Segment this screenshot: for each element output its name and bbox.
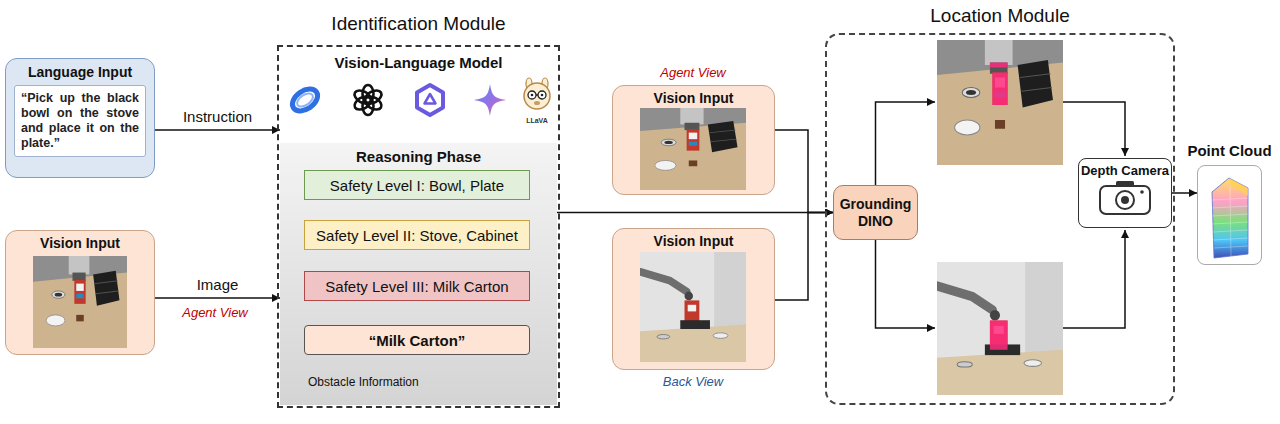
camera-icon: [1100, 181, 1150, 214]
box-heading: Language Input: [28, 64, 132, 80]
label-holder: Agent View: [658, 63, 728, 81]
module-heading: Location Module: [930, 5, 1069, 27]
result-text: “Milk Carton”: [369, 332, 466, 349]
process-text: Grounding DINO: [838, 196, 913, 230]
level-text: Safety Level II: Stove, Cabinet: [316, 227, 518, 244]
flow-arrows: [876, 102, 1126, 328]
reasoning-panel: Reasoning PhaseObstacle Information Safet…: [280, 143, 557, 405]
view-label: Agent View: [180, 305, 250, 320]
output-box: Point Cloud: [1197, 165, 1262, 265]
safety-level-box: Safety Level II: Stove, Cabinet: [304, 220, 530, 250]
box-heading: Reasoning Phase: [356, 148, 481, 165]
input-box: Vision Input: [612, 228, 775, 370]
box-heading: Vision Input: [40, 235, 120, 251]
label-holder: Back View: [661, 372, 725, 390]
level-text: Safety Level I: Bowl, Plate: [330, 177, 504, 194]
box-heading: Depth Camera: [1081, 163, 1169, 178]
flow-arrow: [1172, 192, 1197, 194]
box-heading: Vision Input: [654, 90, 734, 106]
module-heading: Identification Module: [331, 13, 505, 35]
model-box: Vision-Language Model: [280, 48, 557, 140]
safety-level-box: Safety Level I: Bowl, Plate: [304, 170, 530, 200]
label-holder: LLaVA: [524, 109, 550, 127]
logo-text: LLaVA: [524, 117, 550, 124]
label-holder: Image: [195, 276, 241, 294]
scene-image: [33, 256, 127, 348]
flow-arrow: [155, 297, 280, 299]
process-box: Grounding DINO: [833, 185, 918, 240]
module-group: Identification ModuleVision-Language Mod…: [277, 45, 560, 408]
input-box: Vision Input: [5, 230, 155, 355]
input-box: Language Input “Pick up the black bowl on…: [5, 58, 155, 178]
flow-arrow: [557, 212, 833, 214]
box-heading: Vision Input: [654, 233, 734, 249]
label-holder: Instruction: [181, 108, 254, 126]
instruction-text: “Pick up the black bowl on the stove and…: [14, 85, 146, 157]
scene-image: [640, 108, 746, 190]
view-label: Back View: [661, 374, 725, 389]
result-box: “Milk Carton”: [304, 325, 530, 355]
segmented-image: [937, 262, 1063, 395]
edge-label: Instruction: [181, 108, 254, 125]
input-box: Vision Input: [612, 85, 775, 195]
point-cloud-figure: [1212, 178, 1248, 258]
level-text: Safety Level III: Milk Carton: [325, 278, 508, 295]
segmented-image: [937, 40, 1063, 165]
safety-level-box: Safety Level III: Milk Carton: [304, 271, 530, 301]
panel-note: Obstacle Information: [308, 375, 419, 389]
output-heading: Point Cloud: [1187, 142, 1271, 159]
camera-box: Depth Camera: [1078, 158, 1172, 228]
scene-image: [640, 252, 746, 362]
flow-arrow: [155, 129, 280, 131]
view-label: Agent View: [658, 65, 728, 80]
model-logos: [288, 78, 550, 116]
edge-label: Image: [195, 276, 241, 293]
label-holder: Agent View: [180, 303, 250, 321]
module-group: Location ModuleGrounding DINODepth Camer…: [825, 33, 1175, 405]
box-heading: Vision-Language Model: [334, 54, 502, 71]
